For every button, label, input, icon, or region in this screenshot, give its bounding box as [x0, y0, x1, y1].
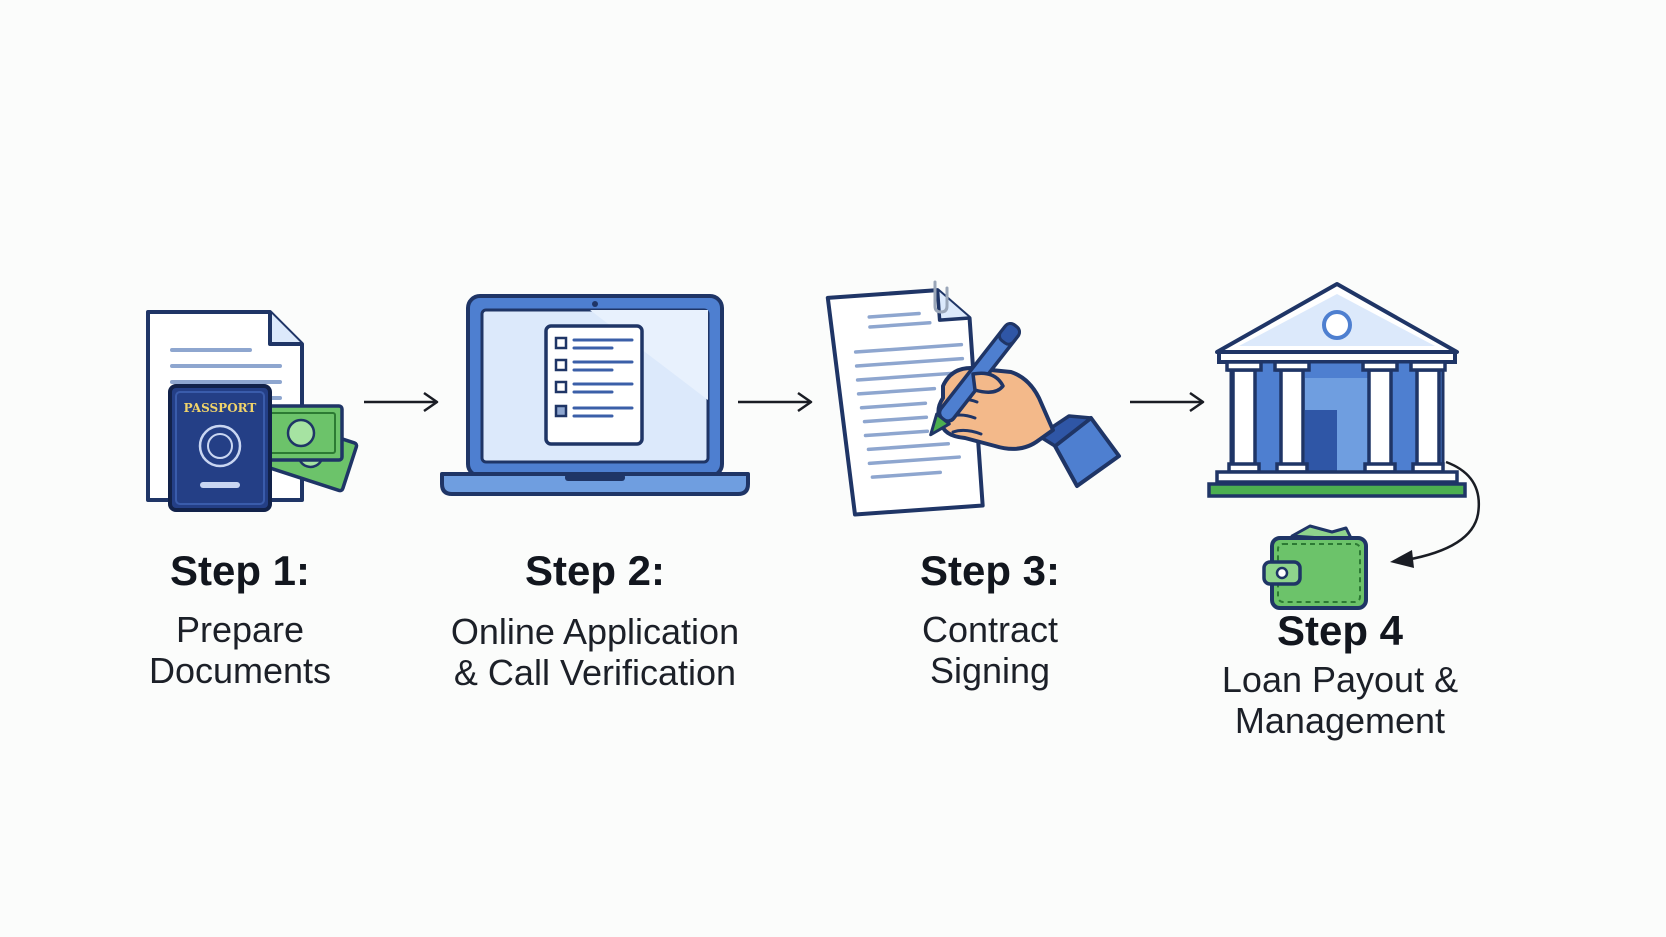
laptop-form-icon	[440, 294, 750, 496]
step-description: Documents	[148, 650, 332, 691]
arrow-right-icon	[738, 391, 813, 413]
wallet-icon	[1262, 524, 1368, 610]
step-title: Step 3:	[919, 547, 1061, 594]
arrow-right-icon	[364, 391, 439, 413]
step-1-label: Step 1: Prepare Documents	[90, 547, 390, 691]
contract-signing-icon	[825, 280, 1121, 517]
step-2-label: Step 2: Online Application & Call Verifi…	[440, 547, 750, 693]
step-description: Prepare	[175, 609, 305, 650]
documents-passport-cash-icon: PASSPORT	[146, 310, 359, 512]
step-description: & Call Verification	[453, 652, 737, 693]
passport-label: PASSPORT	[184, 401, 257, 415]
step-title: Step 4	[1276, 607, 1404, 654]
step-description: Signing	[929, 650, 1051, 691]
step-3-label: Step 3: Contract Signing	[860, 547, 1120, 691]
step-title: Step 2:	[524, 547, 666, 594]
arrow-right-icon	[1130, 391, 1205, 413]
step-description: Management	[1234, 700, 1446, 741]
step-description: Contract	[921, 609, 1059, 650]
curved-arrow-icon	[1390, 460, 1481, 568]
step-description: Online Application	[450, 611, 740, 652]
step-title: Step 1:	[169, 547, 311, 594]
step-4-label: Step 4 Loan Payout & Management	[1200, 607, 1480, 741]
step-description: Loan Payout &	[1221, 659, 1459, 700]
bank-icon	[1207, 282, 1467, 498]
